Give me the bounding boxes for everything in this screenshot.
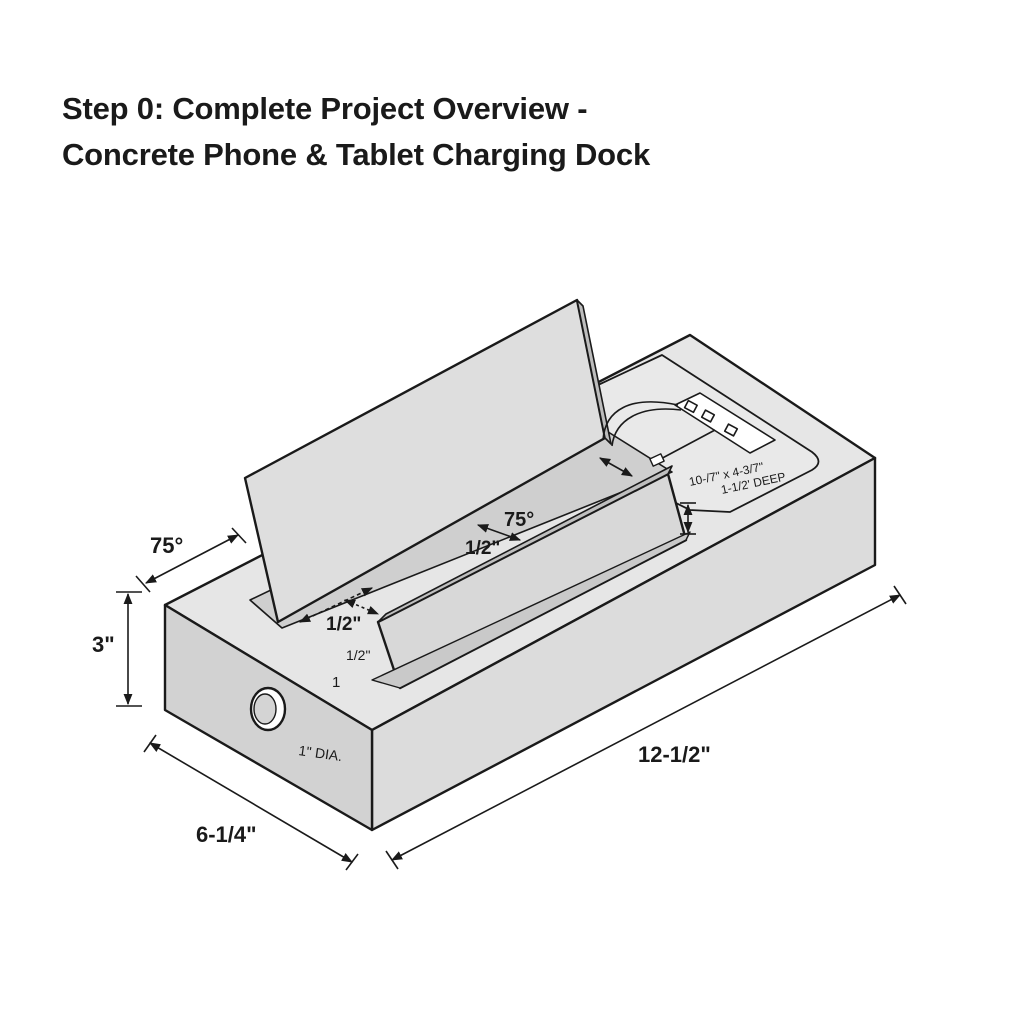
dim-front-angle: 75°: [504, 509, 534, 531]
dim-height: 3": [92, 632, 115, 657]
dim-slot-small: 1/2": [346, 647, 370, 663]
dim-slot-width-front: 1/2": [326, 614, 361, 635]
dim-depth: 6-1/4": [196, 822, 257, 847]
title-line-2: Concrete Phone & Tablet Charging Dock: [62, 137, 650, 172]
title-line-1: Step 0: Complete Project Overview -: [62, 91, 588, 126]
usb-hub: [674, 392, 776, 454]
dim-slot-number: 1: [332, 674, 340, 691]
dim-back-angle: 75°: [150, 533, 183, 558]
front-ledge-top: [377, 465, 673, 623]
hub-cable-3: [654, 429, 716, 463]
dim-slot-width-back: 1/2": [465, 538, 500, 559]
dim-hole-diameter: 1" DIA.: [298, 742, 344, 764]
hub-cable-2: [611, 408, 682, 447]
hub-cable-1: [602, 401, 679, 441]
tablet-support-edge: [576, 299, 612, 445]
page-title: Step 0: Complete Project Overview - Conc…: [62, 86, 650, 178]
dim-length: 12-1/2": [638, 742, 711, 767]
